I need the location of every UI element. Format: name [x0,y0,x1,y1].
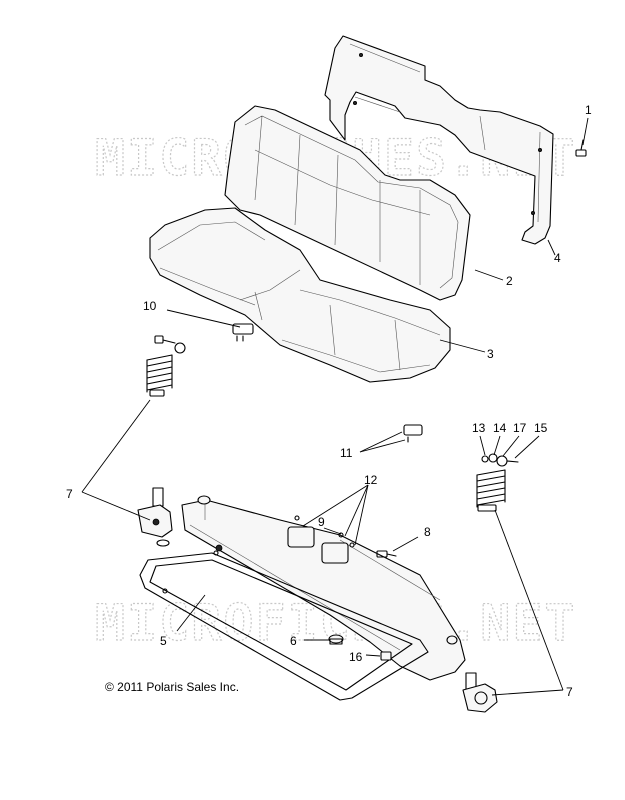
spring-left [146,335,186,397]
callout-9: 9 [318,515,325,529]
callout-3: 3 [487,347,494,361]
seat-back-part-2 [224,105,471,301]
spring-right [476,453,519,512]
callout-6: 6 [290,634,297,648]
callout-1: 1 [585,103,592,117]
callout-8: 8 [424,525,431,539]
callout-11: 11 [340,446,353,460]
callout-17: 17 [513,421,527,435]
callout-10: 10 [143,299,157,313]
grommet-part-6 [328,634,344,645]
latch-right [462,672,498,713]
copyright-notice: © 2011 Polaris Sales Inc. [105,680,240,694]
callout-5: 5 [160,634,167,648]
back-panel-part-4 [324,35,554,245]
callout-12: 12 [364,473,378,487]
callout-13: 13 [472,421,486,435]
frame-crossbar [181,495,466,681]
callout-16: 16 [349,650,363,664]
callout-4: 4 [554,251,561,265]
callout-7-left: 7 [66,487,73,501]
tab-part-11 [403,424,423,443]
seat-cushion-part-3 [149,207,451,383]
lower-frame-part-5 [139,550,429,701]
bolt-part-8 [376,550,397,558]
callout-15: 15 [534,421,548,435]
tab-part-10 [232,323,254,342]
latch-bracket-left [137,487,173,547]
nut-part-16 [380,651,392,661]
callout-7-right: 7 [566,685,573,699]
buckle-parts-12 [287,515,355,564]
screw-part-1 [575,139,587,157]
callout-2: 2 [506,274,513,288]
leader-lines [81,117,589,696]
callout-14: 14 [493,421,507,435]
